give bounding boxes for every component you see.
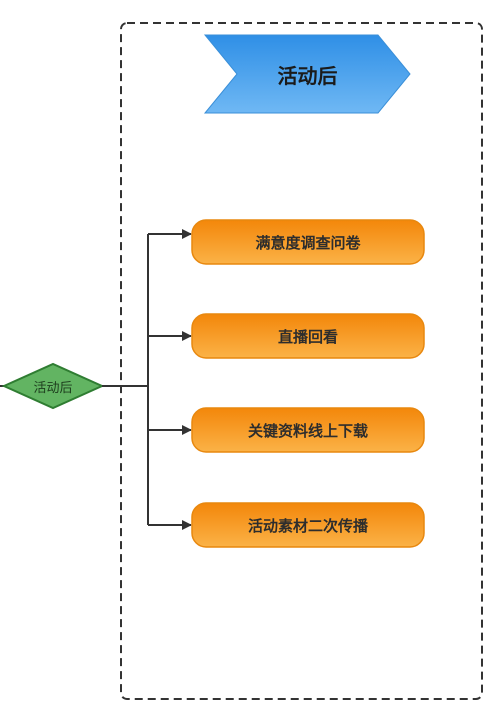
node-box-2 — [191, 313, 425, 359]
node-box-4 — [191, 502, 425, 548]
connectors — [102, 229, 192, 530]
root-diamond — [1, 362, 105, 410]
node-box-1 — [191, 219, 425, 265]
banner-chevron — [203, 34, 411, 114]
group-frame — [120, 22, 483, 700]
node-box-3 — [191, 407, 425, 453]
